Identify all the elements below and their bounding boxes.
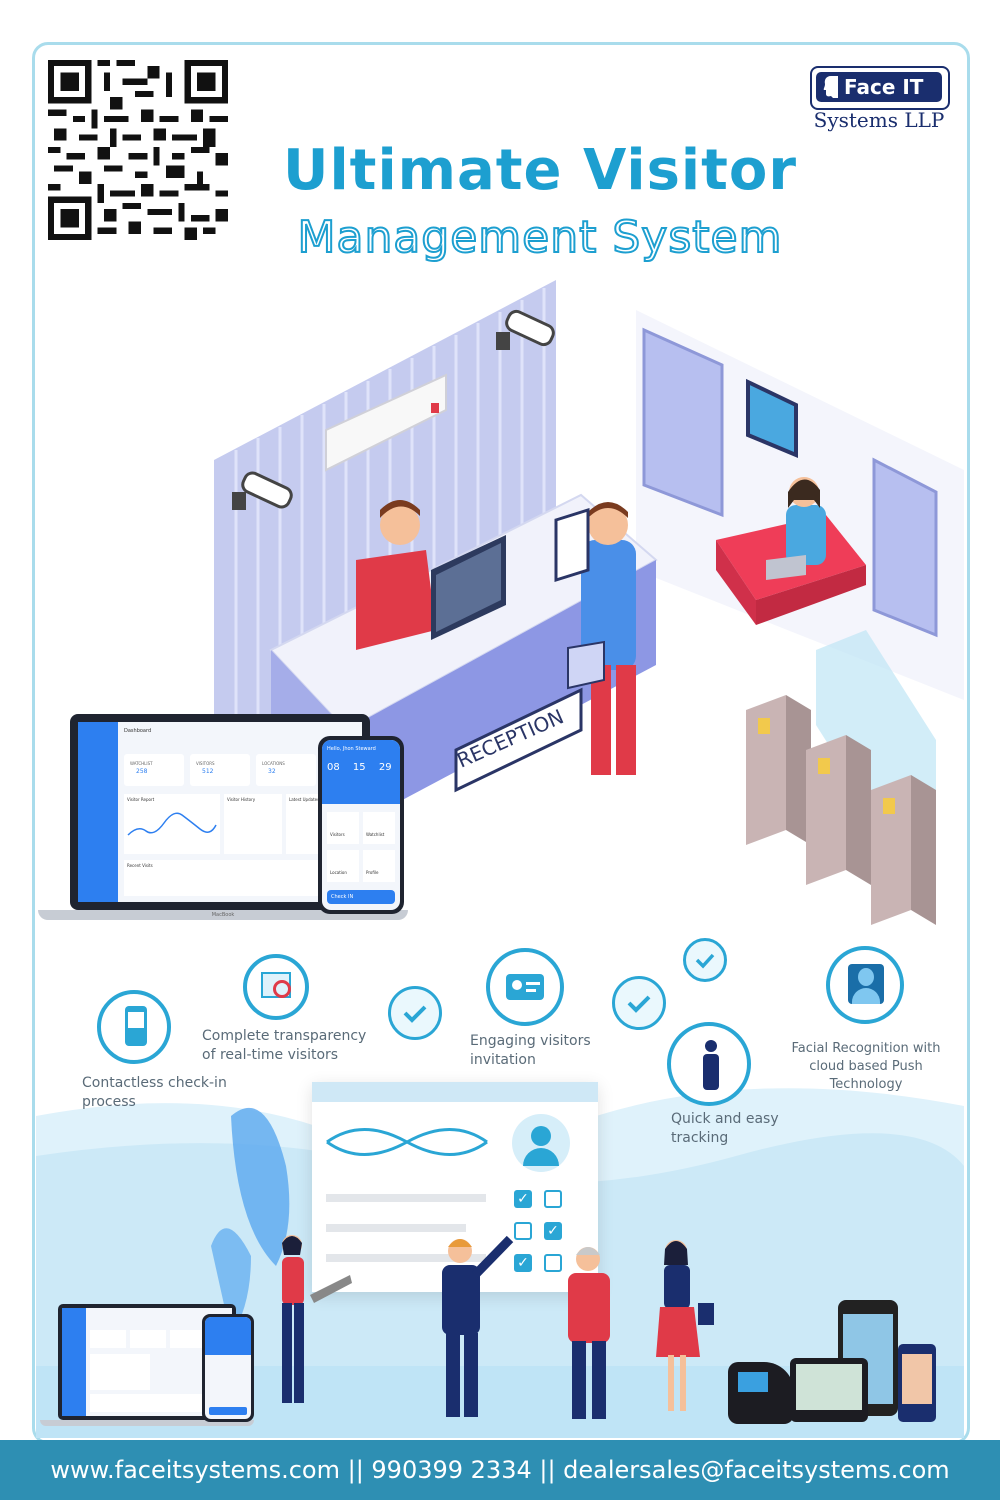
stat-value: 258 bbox=[136, 768, 148, 775]
visitor-report-panel: Visitor Report bbox=[124, 794, 220, 854]
tile-label: Watchlist bbox=[366, 832, 385, 837]
checkbox-empty-icon bbox=[514, 1222, 532, 1240]
wall-display bbox=[746, 378, 798, 458]
reception-sign bbox=[454, 687, 583, 793]
phone-mockup: Hello, Jhon Steward 08 15 29 Visitors Wa… bbox=[318, 736, 404, 914]
logo-subtitle: Systems LLP bbox=[813, 108, 945, 132]
checkmark-icon bbox=[683, 938, 727, 982]
security-camera-left bbox=[232, 471, 293, 510]
feature-contactless: Contactless check-in process bbox=[82, 1075, 227, 1110]
stat-label: VISITORS bbox=[196, 761, 215, 766]
phone-count: 29 bbox=[378, 762, 392, 773]
air-conditioner bbox=[325, 373, 447, 472]
recent-visits-table: Recent Visits bbox=[124, 860, 346, 896]
laptop-base: MacBook bbox=[38, 910, 408, 920]
woman-red-skirt bbox=[656, 1240, 714, 1411]
checkbox-empty-icon bbox=[544, 1254, 562, 1272]
checkbox-checked-icon: ✓ bbox=[514, 1254, 532, 1272]
facial-recognition-icon bbox=[826, 946, 904, 1024]
logo-badge: Face IT bbox=[816, 72, 942, 102]
door-right bbox=[872, 457, 938, 638]
face-recognition-tablet bbox=[554, 507, 590, 583]
man-red-jacket bbox=[568, 1247, 610, 1419]
door-left bbox=[642, 327, 724, 518]
dashboard-header: Dashboard bbox=[124, 728, 152, 734]
dashboard-device-mockup: Dashboard WATCHLIST 258 VISITORS 512 LOC… bbox=[38, 714, 408, 924]
face-silhouette-icon bbox=[823, 76, 838, 98]
checkbox-checked-icon: ✓ bbox=[544, 1222, 562, 1240]
biometric-terminal-device bbox=[728, 1362, 794, 1424]
feature-engaging: Engaging visitors invitation bbox=[470, 1033, 591, 1068]
brand-logo[interactable]: Face IT bbox=[810, 66, 950, 110]
visitor-history-panel: Visitor History bbox=[224, 794, 282, 854]
tile-label: Visitors bbox=[330, 832, 345, 837]
checkbox-checked-icon: ✓ bbox=[514, 1190, 532, 1208]
feature-facial-recognition: Facial Recognition with cloud based Push… bbox=[791, 1041, 941, 1092]
phone-greeting: Hello, Jhon Steward bbox=[327, 746, 376, 752]
face-recognition-terminal-slim bbox=[898, 1344, 936, 1422]
waiting-person bbox=[766, 477, 826, 580]
receptionist-figure bbox=[356, 500, 436, 650]
visitor-report-chart bbox=[127, 812, 217, 836]
woman-with-laptop bbox=[282, 1235, 352, 1403]
qr-code[interactable] bbox=[48, 60, 228, 240]
phone-tile-profile[interactable]: Profile bbox=[363, 850, 395, 882]
tile-label: Location bbox=[330, 870, 347, 875]
phone-tile-watchlist[interactable]: Watchlist bbox=[363, 812, 395, 844]
contactless-phone-icon bbox=[97, 990, 171, 1064]
footer-contact-text[interactable]: www.faceitsystems.com || 990399 2334 || … bbox=[50, 1456, 950, 1484]
feature-tracking: Quick and easy tracking bbox=[671, 1111, 779, 1146]
phone-count: 15 bbox=[352, 762, 366, 773]
phone-checkin-button[interactable]: Check IN bbox=[327, 890, 395, 904]
man-pointing-navy bbox=[442, 1235, 514, 1417]
phone-count: 08 bbox=[327, 762, 340, 773]
transparency-search-icon bbox=[243, 954, 309, 1020]
wave-chart-icon bbox=[326, 1128, 488, 1156]
phone-tile-location[interactable]: Location bbox=[327, 850, 359, 882]
turnstile-gates bbox=[746, 630, 936, 925]
face-recognition-terminal-wide bbox=[790, 1358, 868, 1422]
feature-transparency: Complete transparency of real-time visit… bbox=[202, 1028, 367, 1063]
checkmark-icon bbox=[388, 986, 442, 1040]
phone-tile-visitors[interactable]: Visitors bbox=[327, 812, 359, 844]
user-avatar-icon bbox=[512, 1114, 570, 1172]
visitor-history-title: Visitor History bbox=[227, 797, 256, 802]
laptop-brand: MacBook bbox=[211, 912, 235, 918]
visitor-report-title: Visitor Report bbox=[127, 797, 155, 802]
stat-card-watchlist: WATCHLIST 258 bbox=[124, 754, 184, 786]
team-people-illustration bbox=[282, 1235, 714, 1419]
app-window-illustration: ✓ ✓ ✓ bbox=[312, 1082, 598, 1292]
tracking-person-icon bbox=[667, 1022, 751, 1106]
checkmark-icon bbox=[612, 976, 666, 1030]
logo-word: Face IT bbox=[844, 75, 924, 99]
dashboard-sidebar bbox=[78, 722, 118, 902]
stat-label: LOCATIONS bbox=[262, 761, 285, 766]
reception-desk bbox=[346, 560, 656, 830]
dashboard-device-mockup-small bbox=[40, 1304, 254, 1428]
visitor-invitation-card-icon bbox=[486, 948, 564, 1026]
page-subtitle: Management System bbox=[297, 211, 783, 264]
latest-updates-title: Latest Updates bbox=[289, 797, 320, 802]
stat-value: 512 bbox=[202, 768, 214, 775]
tile-label: Profile bbox=[366, 870, 379, 875]
footer-bar: www.faceitsystems.com || 990399 2334 || … bbox=[0, 1440, 1000, 1500]
hardware-devices bbox=[728, 1300, 938, 1430]
stat-card-locations: LOCATIONS 32 bbox=[256, 754, 316, 786]
security-camera-top bbox=[496, 309, 555, 350]
stat-card-visitors: VISITORS 512 bbox=[190, 754, 250, 786]
stat-label: WATCHLIST bbox=[130, 761, 153, 766]
visitor-figure bbox=[567, 502, 636, 775]
stat-value: 32 bbox=[268, 768, 276, 775]
checkbox-empty-icon bbox=[544, 1190, 562, 1208]
page-title: Ultimate Visitor bbox=[283, 138, 797, 203]
recent-visits-title: Recent Visits bbox=[127, 863, 153, 868]
